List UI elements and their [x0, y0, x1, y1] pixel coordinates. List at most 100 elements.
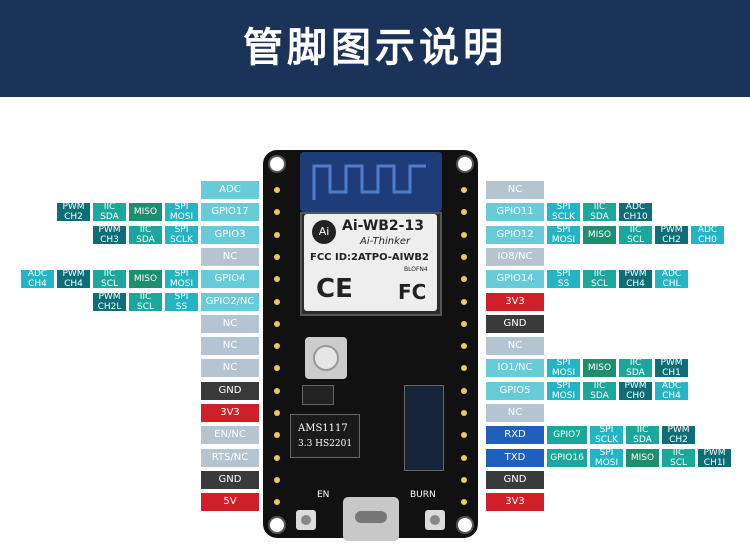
header-pin-dot	[274, 499, 280, 505]
ai-logo-icon: Ai	[312, 220, 336, 244]
pin-function-tag: IIC SDA	[619, 358, 652, 378]
header-pin-dot	[274, 410, 280, 416]
pin-function-tag: SPI SCLK	[547, 202, 580, 222]
pin-function-tag: SPI SS	[165, 292, 198, 312]
pin-function-tag: SPI MOSI	[165, 269, 198, 289]
pin-function-tag: IIC SDA	[129, 225, 162, 245]
pin-function-tag: PWM CH4	[619, 269, 652, 289]
header-pin-dot	[274, 365, 280, 371]
pin-function-tag: ADC CH4	[655, 381, 688, 401]
pin-right-4: GPIO14	[486, 270, 544, 288]
pin-function-tag: GPIO16	[547, 449, 587, 467]
pin-left-3: NC	[201, 248, 259, 266]
pin-function-tag: PWM CH2	[57, 202, 90, 222]
header-pin-dot	[274, 276, 280, 282]
mount-hole	[456, 155, 474, 173]
header-pin-dot	[461, 455, 467, 461]
pcb-antenna	[300, 152, 442, 212]
pin-function-tag: IIC SCL	[662, 448, 695, 468]
pin-function-tag: ADC CH10	[619, 202, 652, 222]
pin-left-5: GPIO2/NC	[201, 293, 259, 311]
pin-right-1: GPIO11	[486, 203, 544, 221]
pin-function-tag: ADC CHL	[655, 269, 688, 289]
pin-function-tag: PWM CH1	[655, 358, 688, 378]
regulator-line1: AMS1117	[298, 423, 348, 434]
header-pin-dot	[461, 254, 467, 260]
mount-hole	[268, 516, 286, 534]
pin-right-14: 3V3	[486, 493, 544, 511]
header-pin-dot	[461, 499, 467, 505]
pin-function-tag: SPI SCLK	[590, 425, 623, 445]
pin-function-tag: SPI MOSI	[165, 202, 198, 222]
pin-function-tag: PWM CH2	[655, 225, 688, 245]
pin-function-tag: IIC SDA	[626, 425, 659, 445]
led-lens-icon	[313, 345, 339, 371]
pin-left-8: NC	[201, 359, 259, 377]
pin-function-tag: SPI MOSI	[590, 448, 623, 468]
header-pin-dot	[461, 365, 467, 371]
pin-right-5: 3V3	[486, 293, 544, 311]
en-button[interactable]	[296, 510, 316, 530]
rgb-led	[305, 337, 347, 379]
header-pin-dot	[274, 477, 280, 483]
pin-function-tag: MISO	[583, 359, 616, 377]
module-code: BLOFN4	[404, 266, 428, 273]
pin-function-tag: IIC SCL	[583, 269, 616, 289]
pin-function-tag: PWM CH2	[662, 425, 695, 445]
page-title: 管脚图示说明	[243, 25, 507, 71]
module-shield: Ai Ai-WB2-13 Ai-Thinker FCC ID:2ATPO-AIW…	[304, 214, 437, 311]
pin-left-12: RTS/NC	[201, 449, 259, 467]
header-pin-dot	[274, 254, 280, 260]
pin-right-12: TXD	[486, 449, 544, 467]
header-pin-dot	[274, 232, 280, 238]
pin-right-0: NC	[486, 181, 544, 199]
usb-c-icon	[355, 511, 387, 523]
fc-mark-icon: FC	[398, 280, 427, 304]
regulator-chip: AMS1117 3.3 HS2201	[290, 414, 360, 458]
module-model: Ai-WB2-13	[342, 218, 424, 234]
header-banner: 管脚图示说明	[0, 0, 750, 97]
pin-right-9: GPIO5	[486, 382, 544, 400]
header-pin-dot	[461, 343, 467, 349]
sot-component	[302, 385, 334, 405]
header-pin-dot	[461, 232, 467, 238]
header-pin-dot	[461, 276, 467, 282]
pin-function-tag: PWM CH4	[57, 269, 90, 289]
pin-function-tag: PWM CH3	[93, 225, 126, 245]
pin-right-13: GND	[486, 471, 544, 489]
header-pin-dot	[461, 209, 467, 215]
mount-hole	[268, 155, 286, 173]
module-brand: Ai-Thinker	[360, 236, 411, 247]
antenna-trace-icon	[312, 164, 426, 200]
pin-function-tag: PWM CH1I	[698, 448, 731, 468]
pin-function-tag: PWM CH2L	[93, 292, 126, 312]
module-fcc-id: FCC ID:2ATPO-AIWB2	[310, 252, 429, 263]
pin-function-tag: IIC SDA	[583, 202, 616, 222]
header-pin-dot	[274, 321, 280, 327]
pin-function-tag: GPIO7	[547, 426, 587, 444]
pin-right-8: IO1/NC	[486, 359, 544, 377]
pin-function-tag: ADC CH4	[21, 269, 54, 289]
pin-function-tag: IIC SCL	[93, 269, 126, 289]
pin-right-10: NC	[486, 404, 544, 422]
header-pin-dot	[461, 187, 467, 193]
usb-c-port	[343, 497, 399, 541]
pin-function-tag: SPI SS	[547, 269, 580, 289]
pin-left-9: GND	[201, 382, 259, 400]
pin-right-3: IO8/NC	[486, 248, 544, 266]
header-pin-dot	[461, 432, 467, 438]
header-pin-dot	[461, 477, 467, 483]
pin-function-tag: SPI MOSI	[547, 225, 580, 245]
pin-left-7: NC	[201, 337, 259, 355]
burn-button[interactable]	[425, 510, 445, 530]
pin-right-2: GPIO12	[486, 226, 544, 244]
pin-function-tag: IIC SDA	[583, 381, 616, 401]
pin-left-0: ADC	[201, 181, 259, 199]
header-pin-dot	[461, 299, 467, 305]
mount-hole	[456, 516, 474, 534]
header-pin-dot	[461, 321, 467, 327]
header-pin-dot	[274, 388, 280, 394]
pin-function-tag: SPI SCLK	[165, 225, 198, 245]
en-label: EN	[317, 490, 330, 500]
header-pin-dot	[274, 299, 280, 305]
